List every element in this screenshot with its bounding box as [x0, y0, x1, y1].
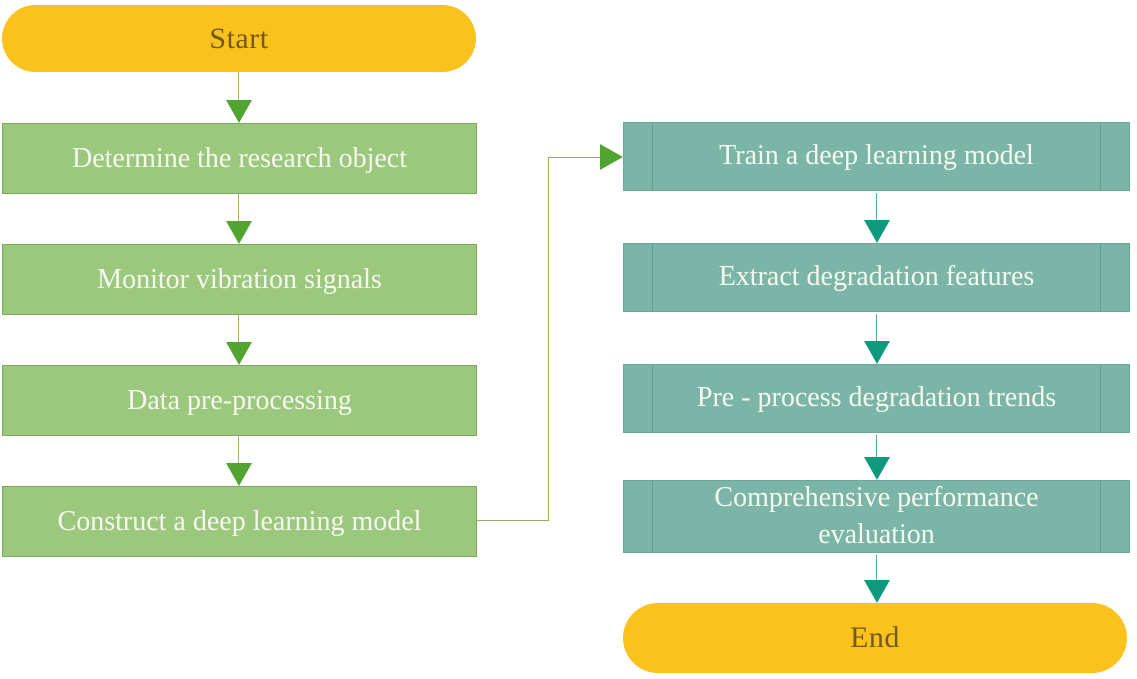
start-node-label: Start: [209, 21, 269, 55]
arrow-down-icon: [226, 315, 252, 365]
step-train-deep-learning-model: Train a deep learning model: [623, 122, 1130, 191]
arrow-down-icon: [226, 194, 252, 244]
arrow-down-icon: [864, 435, 890, 480]
arrow-head: [226, 100, 252, 123]
step-data-pre-processing: Data pre-processing: [2, 365, 477, 436]
arrow-stem: [238, 436, 239, 465]
arrow-down-icon: [864, 555, 890, 603]
step-label: Determine the research object: [71, 142, 408, 174]
end-node-label: End: [850, 621, 900, 654]
connector-horizontal-segment: [477, 520, 549, 521]
arrow-head: [226, 221, 252, 244]
step-label: Train a deep learning model: [719, 140, 1034, 172]
arrow-head: [226, 463, 252, 486]
step-comprehensive-performance-evaluation: Comprehensive performance evaluation: [623, 480, 1130, 553]
step-pre-process-degradation-trends: Pre - process degradation trends: [623, 364, 1130, 433]
arrow-head: [864, 580, 890, 603]
arrow-head: [864, 457, 890, 480]
arrow-head: [864, 220, 890, 243]
arrow-stem: [238, 72, 239, 102]
arrow-stem: [238, 315, 239, 344]
step-construct-deep-learning-model: Construct a deep learning model: [2, 486, 477, 557]
arrow-down-icon: [864, 314, 890, 364]
step-monitor-vibration-signals: Monitor vibration signals: [2, 244, 477, 315]
arrow-head: [864, 341, 890, 364]
connector-horizontal-segment: [549, 157, 602, 158]
arrow-down-icon: [864, 193, 890, 243]
arrow-stem: [876, 435, 877, 459]
end-node: End: [623, 603, 1127, 673]
start-node: Start: [2, 5, 476, 72]
step-determine-research-object: Determine the research object: [2, 123, 477, 194]
step-label: Monitor vibration signals: [97, 263, 382, 295]
step-label: Pre - process degradation trends: [696, 382, 1057, 414]
arrow-right-icon: [600, 144, 623, 170]
arrow-down-icon: [226, 436, 252, 486]
step-label: Comprehensive performance evaluation: [714, 482, 1039, 550]
connector-vertical-segment: [548, 157, 549, 521]
step-extract-degradation-features: Extract degradation features: [623, 243, 1130, 312]
step-label: Data pre-processing: [127, 384, 352, 416]
arrow-stem: [876, 314, 877, 343]
arrow-stem: [876, 555, 877, 582]
arrow-down-icon: [226, 72, 252, 123]
step-label: Construct a deep learning model: [57, 505, 422, 537]
arrow-head: [226, 342, 252, 365]
arrow-stem: [876, 193, 877, 222]
step-label: Extract degradation features: [718, 261, 1035, 293]
arrow-stem: [238, 194, 239, 223]
